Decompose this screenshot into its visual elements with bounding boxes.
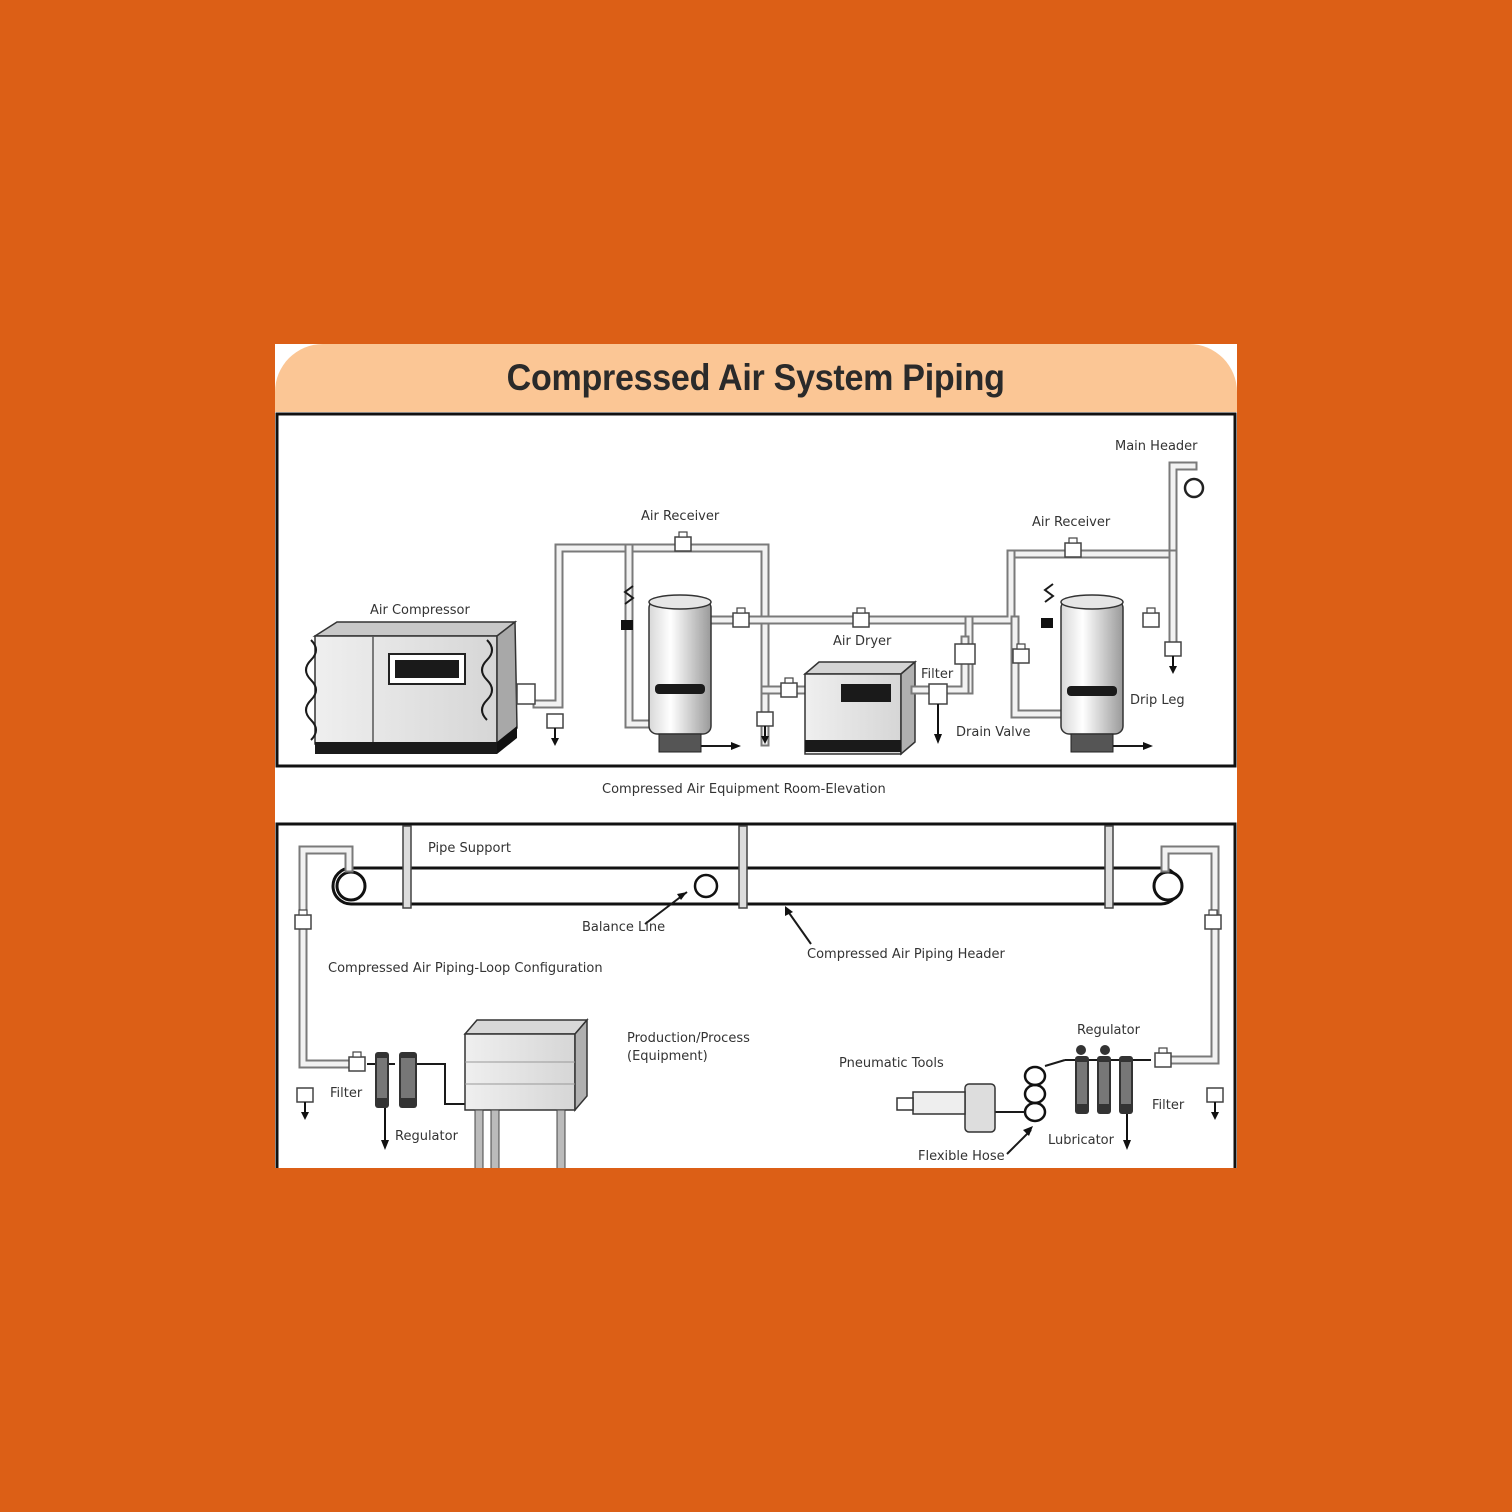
label-main-header: Main Header xyxy=(1115,439,1198,454)
filter-drain-assembly xyxy=(910,635,976,744)
label-air-receiver-1: Air Receiver xyxy=(641,509,720,524)
pneumatic-tool-assembly xyxy=(896,1059,1066,1133)
label-production-line2: (Equipment) xyxy=(627,1049,708,1064)
label-piping-header: Compressed Air Piping Header xyxy=(807,947,1006,962)
piping-header-loop xyxy=(331,866,1184,906)
label-drain-valve: Drain Valve xyxy=(956,725,1030,740)
air-receiver-tank-2 xyxy=(1041,583,1153,753)
air-receiver-tank-1 xyxy=(621,585,741,753)
label-loop-configuration: Compressed Air Piping-Loop Configuration xyxy=(328,961,603,976)
loop-panel: Pipe Support Balance Line Compressed Air… xyxy=(275,822,1237,1168)
left-drop-piping xyxy=(294,845,465,1150)
label-production-line1: Production/Process xyxy=(627,1031,750,1046)
label-balance-line: Balance Line xyxy=(582,920,665,935)
label-regulator-right: Regulator xyxy=(1077,1023,1141,1038)
diagram-title: Compressed Air System Piping xyxy=(507,357,1005,398)
label-filter-left: Filter xyxy=(330,1086,363,1101)
title-bar: Compressed Air System Piping xyxy=(275,344,1237,412)
caption-elevation: Compressed Air Equipment Room-Elevation xyxy=(602,782,886,797)
main-header-pipe xyxy=(1010,461,1205,559)
label-air-compressor: Air Compressor xyxy=(370,603,470,618)
production-equipment xyxy=(463,1017,589,1168)
label-flexible-hose: Flexible Hose xyxy=(918,1149,1005,1164)
air-compressor xyxy=(305,620,536,754)
diagram-card: Compressed Air System Piping xyxy=(275,344,1237,1168)
label-drip-leg: Drip Leg xyxy=(1130,693,1185,708)
label-pneumatic-tools: Pneumatic Tools xyxy=(839,1056,944,1071)
pipe-supports xyxy=(402,825,1114,909)
label-pipe-support: Pipe Support xyxy=(428,841,511,856)
right-drop-piping xyxy=(1065,845,1224,1150)
label-filter-right: Filter xyxy=(1152,1098,1185,1113)
piping-diagram: Main Header Air Receiver Air Receiver Ai… xyxy=(275,412,1237,1168)
label-regulator-left: Regulator xyxy=(395,1129,459,1144)
elevation-panel: Main Header Air Receiver Air Receiver Ai… xyxy=(275,412,1237,768)
label-filter: Filter xyxy=(921,667,954,682)
label-lubricator: Lubricator xyxy=(1048,1133,1115,1148)
label-air-receiver-2: Air Receiver xyxy=(1032,515,1111,530)
air-dryer xyxy=(802,660,918,756)
pointer-arrows xyxy=(644,891,1033,1155)
label-air-dryer: Air Dryer xyxy=(833,634,892,649)
